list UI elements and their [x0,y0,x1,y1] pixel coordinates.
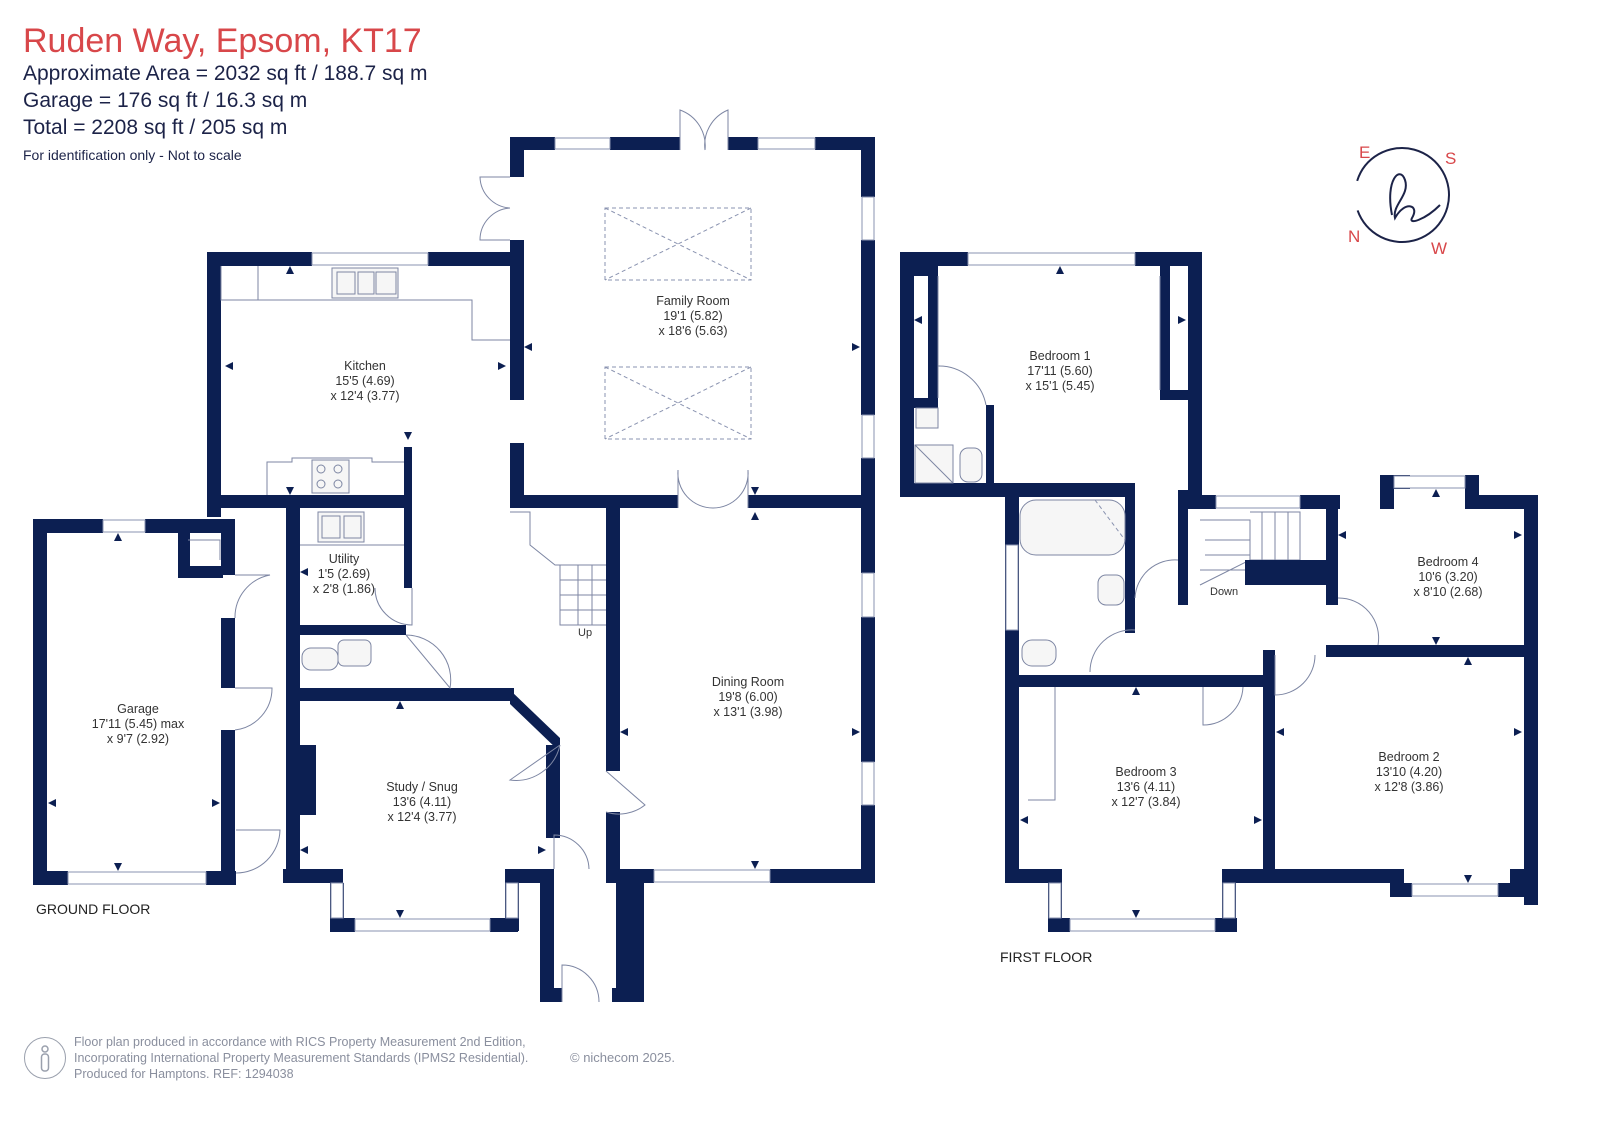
garage-area: Garage = 176 sq ft / 16.3 sq m [23,89,308,112]
ground-floor-doors [188,109,749,1003]
footer-line-3: Produced for Hamptons. REF: 1294038 [74,1067,294,1081]
first-floor-label: FIRST FLOOR [1000,949,1092,965]
kitchen-dim2: x 12'4 (3.77) [330,389,399,403]
garage-dim2: x 9'7 (2.92) [107,732,169,746]
bedroom-3-name: Bedroom 3 [1115,765,1176,779]
study-dim1: 13'6 (4.11) [393,795,451,809]
compass-n: N [1348,227,1360,246]
study-dim2: x 12'4 (3.77) [387,810,456,824]
family-room-name: Family Room [656,294,730,308]
bedroom-2-name: Bedroom 2 [1378,750,1439,764]
footer-notes: Floor plan produced in accordance with R… [74,1034,528,1082]
kitchen-dim1: 15'5 (4.69) [335,374,394,388]
garage-dim1: 17'11 (5.45) max [92,717,185,731]
stairs-down-label: Down [1210,586,1238,598]
total-area: Total = 2208 sq ft / 205 sq m [23,116,288,139]
identification-note: For identification only - Not to scale [23,147,242,163]
dining-room-name: Dining Room [712,675,784,689]
room-labels: Family Room 19'1 (5.82) x 18'6 (5.63) Ki… [36,294,1483,965]
info-person-icon [24,1037,66,1079]
bedroom-4-dim2: x 8'10 (2.68) [1413,585,1482,599]
approximate-area: Approximate Area = 2032 sq ft / 188.7 sq… [23,62,428,85]
study-name: Study / Snug [386,780,458,794]
direction-arrows [48,266,1522,918]
copyright: © nichecom 2025. [570,1050,675,1065]
ground-floor-walls [33,137,875,1002]
ground-floor-label: GROUND FLOOR [36,901,150,917]
compass-e: E [1359,143,1370,162]
family-room-dim1: 19'1 (5.82) [663,309,722,323]
ground-floor-fixtures [220,207,752,671]
stairs-up-label: Up [578,627,592,639]
bedroom-3-dim2: x 12'7 (3.84) [1111,795,1180,809]
dining-room-dim1: 19'8 (6.00) [718,690,777,704]
utility-dim1: 1'5 (2.69) [318,567,370,581]
bedroom-1-name: Bedroom 1 [1029,349,1090,363]
first-floor-fixtures [914,276,1380,801]
footer-line-2: Incorporating International Property Mea… [74,1051,529,1065]
property-title: Ruden Way, Epsom, KT17 [23,22,422,60]
dining-room-dim2: x 13'1 (3.98) [713,705,782,719]
compass-logo: E S N W [1348,143,1456,258]
footer-line-1: Floor plan produced in accordance with R… [74,1035,526,1049]
bedroom-1-dim1: 17'11 (5.60) [1027,364,1092,378]
ground-floor-windows [67,137,875,932]
compass-s: S [1445,149,1456,168]
bedroom-4-name: Bedroom 4 [1417,555,1478,569]
plan-header: Ruden Way, Epsom, KT17 Approximate Area … [23,22,428,163]
bedroom-1-dim2: x 15'1 (5.45) [1025,379,1094,393]
bedroom-2-dim1: 13'10 (4.20) [1376,765,1442,779]
utility-dim2: x 2'8 (1.86) [313,582,375,596]
family-room-dim2: x 18'6 (5.63) [658,324,727,338]
hamptons-logo-icon [1389,173,1441,223]
first-floor-windows [967,252,1499,932]
kitchen-name: Kitchen [344,359,386,373]
compass-w: W [1431,239,1447,258]
bedroom-4-dim1: 10'6 (3.20) [1418,570,1477,584]
garage-name: Garage [117,702,159,716]
bedroom-2-dim2: x 12'8 (3.86) [1374,780,1443,794]
utility-name: Utility [329,552,360,566]
bedroom-3-dim1: 13'6 (4.11) [1117,780,1175,794]
